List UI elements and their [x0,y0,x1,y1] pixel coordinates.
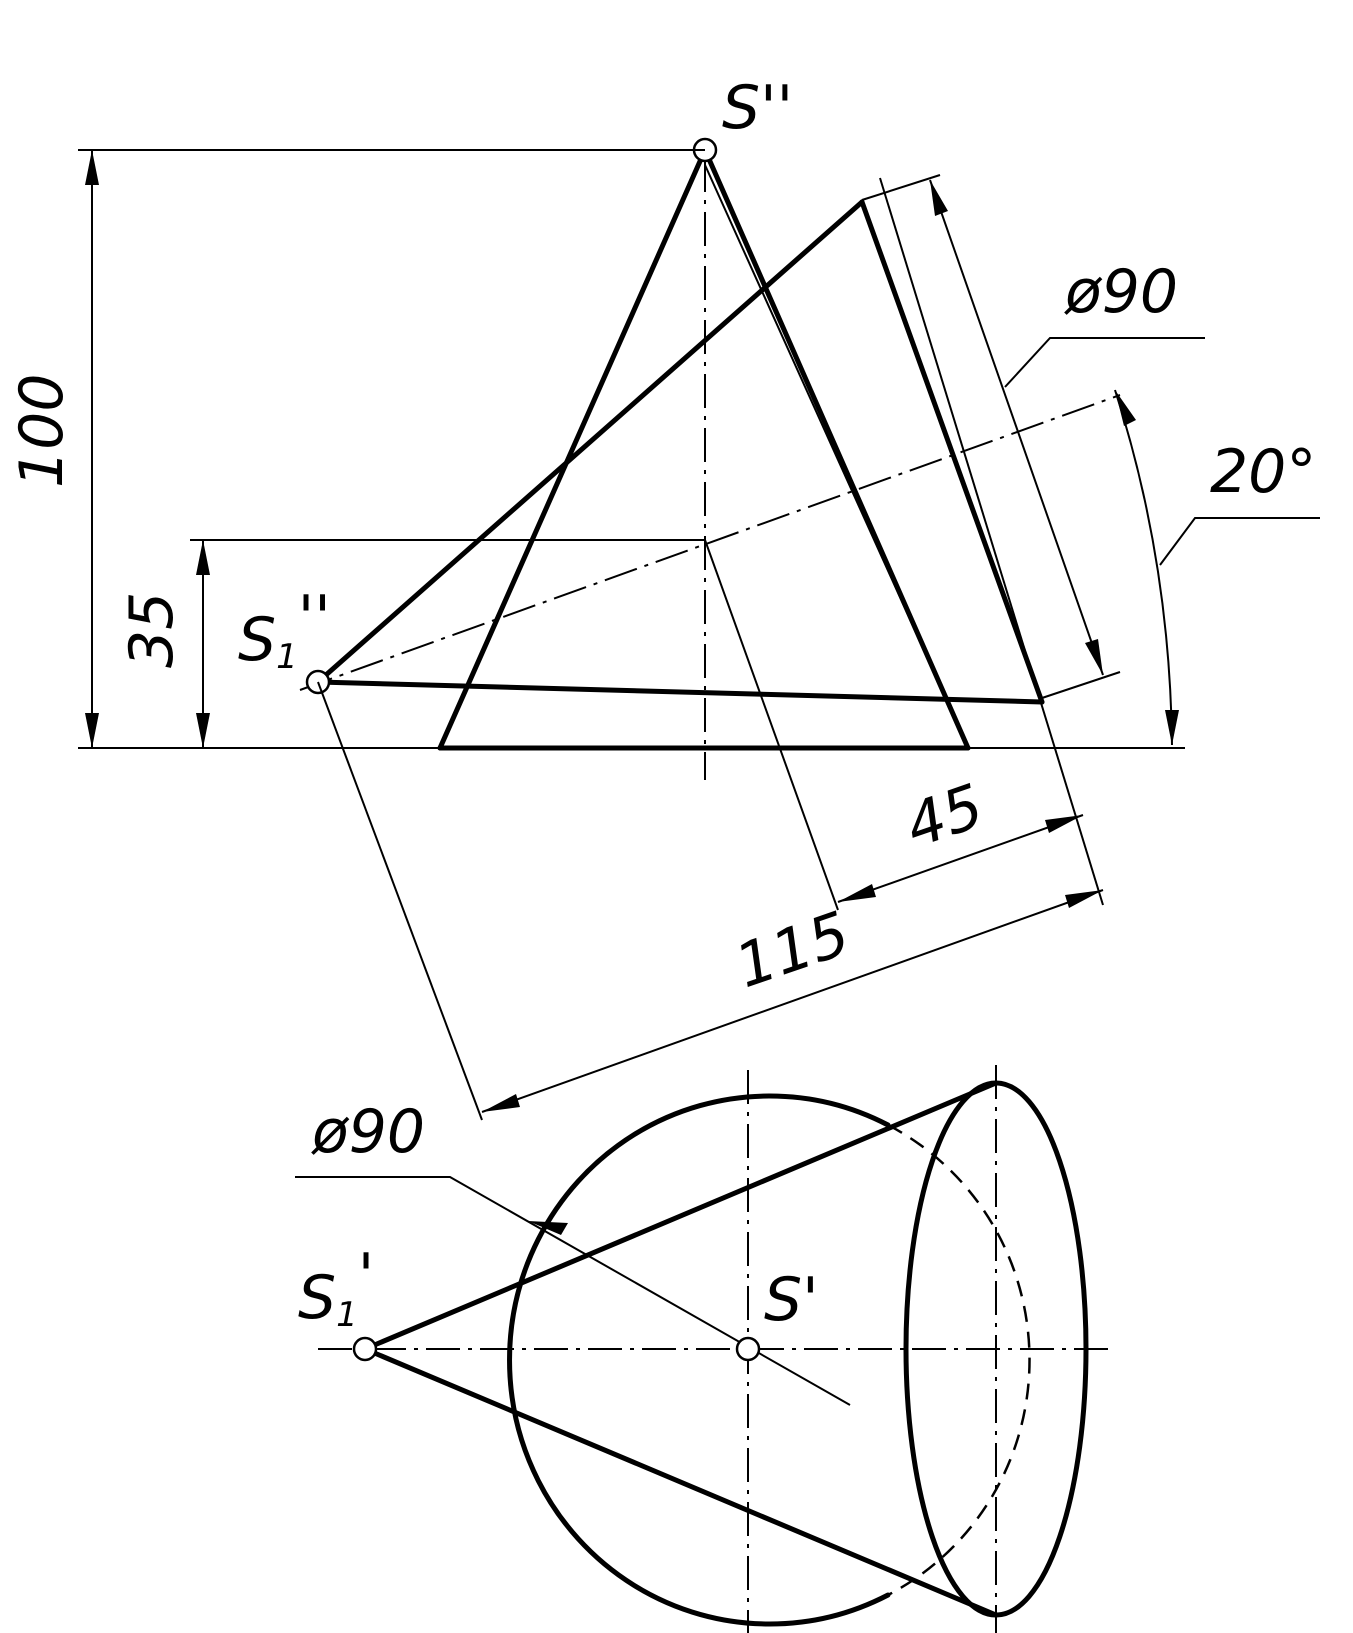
dim-115-arrow-right [1065,890,1103,908]
intersection-line-3 [704,539,839,911]
label-dim-35: 35 [117,592,187,668]
label-s1-front: S1'' [238,583,331,677]
dim-20deg-arc [1114,389,1173,746]
dim-45-arrow-right [1045,815,1083,833]
label-s1-top: S1' [298,1241,374,1335]
cone2-top-lower-generator [362,1346,999,1618]
label-s-top: S' [764,1265,819,1335]
label-dim-20deg: 20° [1210,437,1316,507]
point-s1-top [352,1336,378,1362]
dim-d90-front-line [929,179,1104,676]
dim-20deg-leader [1159,517,1320,566]
dim-d90-front-leader [1004,337,1205,388]
dim-100-arrow-top [85,150,99,185]
dim-d90-front-ext1 [861,174,941,201]
intersection-line-2 [879,177,1104,906]
label-dim-45: 45 [897,771,992,862]
dim-35-arrow-top [196,540,210,575]
point-s-top [735,1336,761,1362]
dim-35-arrow-bottom [196,713,210,748]
dimensions [78,149,1320,1121]
dim-d90-front-arrow-top [930,180,948,216]
cone2-front-axis [299,394,1121,691]
label-dim-115: 115 [727,899,858,1002]
dim-115-ext [317,681,483,1121]
label-dim-d90-front: ø90 [1064,257,1178,327]
label-dim-100: 100 [7,373,77,488]
base-circle-hidden [887,1123,1031,1597]
dim-115-line [481,889,1104,1113]
dim-20deg-arrow-bottom [1165,710,1179,745]
cone2-lower-generator [315,679,1045,705]
cone2-base-edge [859,199,1045,705]
base-circle-visible [507,1093,891,1627]
dim-45-line [837,814,1084,903]
label-dim-d90-top: ø90 [311,1097,425,1167]
dim-d90-front-arrow-bottom [1085,639,1103,675]
dim-115-arrow-left [482,1094,520,1112]
dim-d90-top-arrow [528,1221,568,1235]
dim-d90-front-ext2 [1041,671,1121,699]
top-view [295,1065,1115,1633]
intersection-line-1 [704,164,969,749]
cone2-top-upper-generator [362,1080,999,1352]
dim-45-arrow-left [838,884,876,902]
dim-20deg-arrow-top [1115,390,1136,426]
label-s-front: S'' [722,73,793,143]
dim-d90-top-leader [295,1176,851,1406]
front-view [78,137,1185,911]
dim-100-arrow-bottom [85,713,99,748]
cone2-upper-generator [315,199,865,685]
